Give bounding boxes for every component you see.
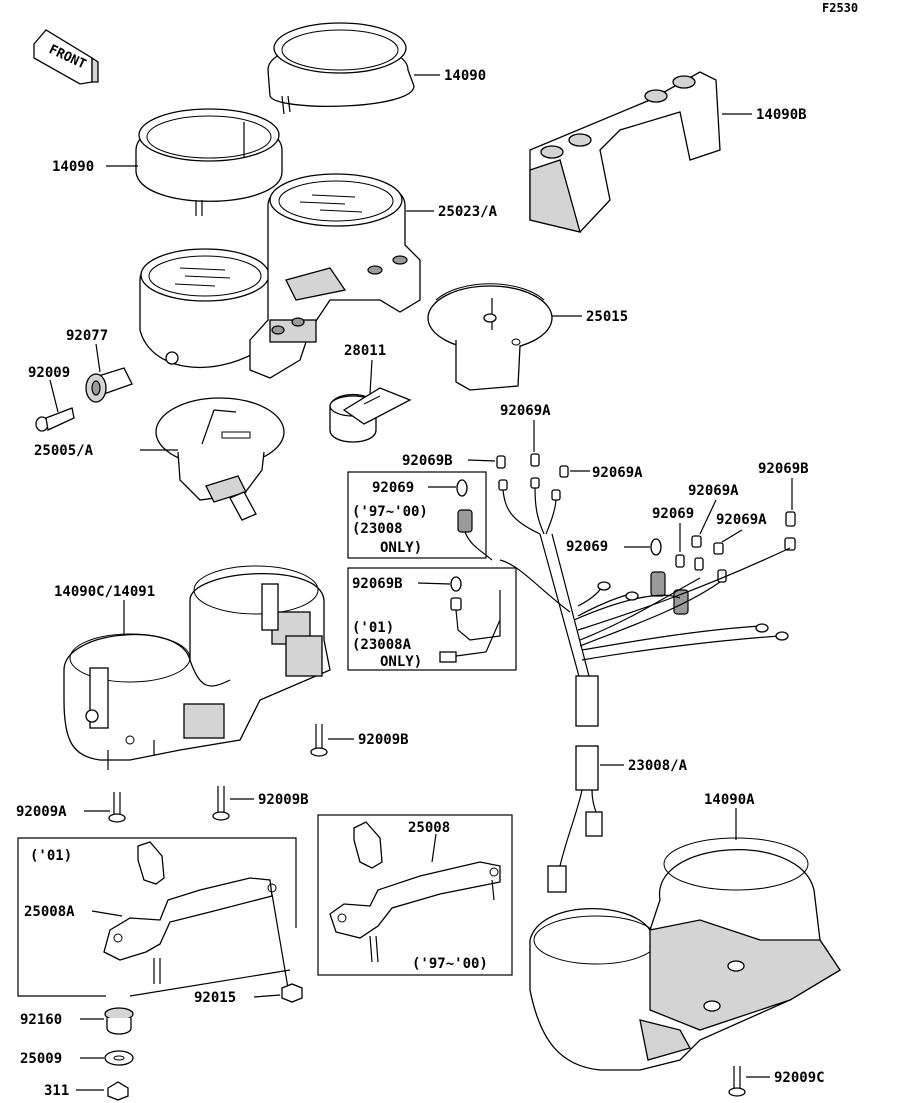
meter-assembly: [139, 173, 421, 379]
inset-97-bulb-label: 92069: [372, 480, 414, 496]
label-case: 14090C/14091: [54, 584, 155, 600]
sensor: [329, 387, 412, 443]
reset-knob: [85, 367, 133, 403]
inset-01-part: (23008A: [352, 637, 412, 653]
label-bulb-92069a-top: 92069A: [500, 403, 551, 419]
housing-cap-left: [135, 108, 283, 216]
screw-knob: [35, 407, 75, 432]
inset-97-part: (23008: [352, 521, 403, 537]
inset-01: 92069B ('01) (23008A ONLY): [347, 567, 517, 671]
inset-01-bulb-label: 92069B: [352, 576, 403, 592]
label-bulb-92069a-mid: 92069A: [688, 483, 739, 499]
bulb-socket-group: [456, 453, 796, 615]
label-nut-92015: 92015: [194, 990, 236, 1006]
label-bulb-92069a-lower: 92069A: [716, 512, 767, 528]
bracket-box-97-00: ('97~'00): [317, 814, 513, 976]
label-harness: 23008/A: [628, 758, 688, 774]
meter-case: [63, 565, 331, 770]
lower-cover: [529, 837, 841, 1071]
label-nut-311: 311: [44, 1083, 69, 1099]
label-bracket: 25008: [408, 820, 450, 836]
bracket-box-97-years: ('97~'00): [412, 956, 488, 972]
housing-cap-upper: [267, 22, 415, 115]
label-washer: 25009: [20, 1051, 62, 1067]
grommet: [104, 1007, 134, 1035]
label-screw-b-right: 92009B: [358, 732, 409, 748]
inset-01-years: ('01): [352, 620, 394, 636]
label-bulb-92069b-left: 92069B: [402, 453, 453, 469]
label-meter-assembly: 25023/A: [438, 204, 498, 220]
label-screw-b-center: 92009B: [258, 792, 309, 808]
label-housing-cap-upper: 14090: [444, 68, 486, 84]
inset-01-only: ONLY): [380, 654, 422, 670]
label-grommet: 92160: [20, 1012, 62, 1028]
front-arrow-badge: FRONT: [33, 29, 99, 85]
speedometer: [155, 397, 285, 521]
label-lower-cover: 14090A: [704, 792, 755, 808]
screw-a: [108, 792, 126, 823]
washer: [104, 1050, 134, 1066]
inset-97-only: ONLY): [380, 540, 422, 556]
label-tachometer: 25015: [586, 309, 628, 325]
label-bulb-92069a-right: 92069A: [592, 465, 643, 481]
screw-b-center: [212, 786, 230, 821]
label-bulb-92069b-far: 92069B: [758, 461, 809, 477]
label-housing-cap-left: 14090: [52, 159, 94, 175]
figure-code: F2530: [822, 1, 858, 15]
screw-c: [728, 1066, 746, 1097]
label-screw-knob: 92009: [28, 365, 70, 381]
nut-92015: [281, 983, 303, 1003]
label-bracket-a: 25008A: [24, 904, 75, 920]
label-sensor: 28011: [344, 343, 386, 359]
nut-311: [107, 1081, 129, 1101]
wire-harness: [464, 487, 791, 893]
label-knob: 92077: [66, 328, 108, 344]
label-bracket-cover: 14090B: [756, 107, 807, 123]
bracket-cover: [529, 71, 721, 233]
tachometer: [427, 283, 553, 391]
inset-97-00: 92069 ('97~'00) (23008 ONLY): [347, 471, 487, 559]
label-bulb-92069-lower: 92069: [566, 539, 608, 555]
label-bulb-92069-mid: 92069: [652, 506, 694, 522]
bracket-box-01: ('01): [17, 837, 297, 997]
bracket-box-01-years: ('01): [30, 848, 72, 864]
inset-97-years: ('97~'00): [352, 504, 428, 520]
screw-b-right: [310, 724, 328, 757]
label-screw-c: 92009C: [774, 1070, 825, 1086]
label-speedometer: 25005/A: [34, 443, 94, 459]
label-screw-a: 92009A: [16, 804, 67, 820]
